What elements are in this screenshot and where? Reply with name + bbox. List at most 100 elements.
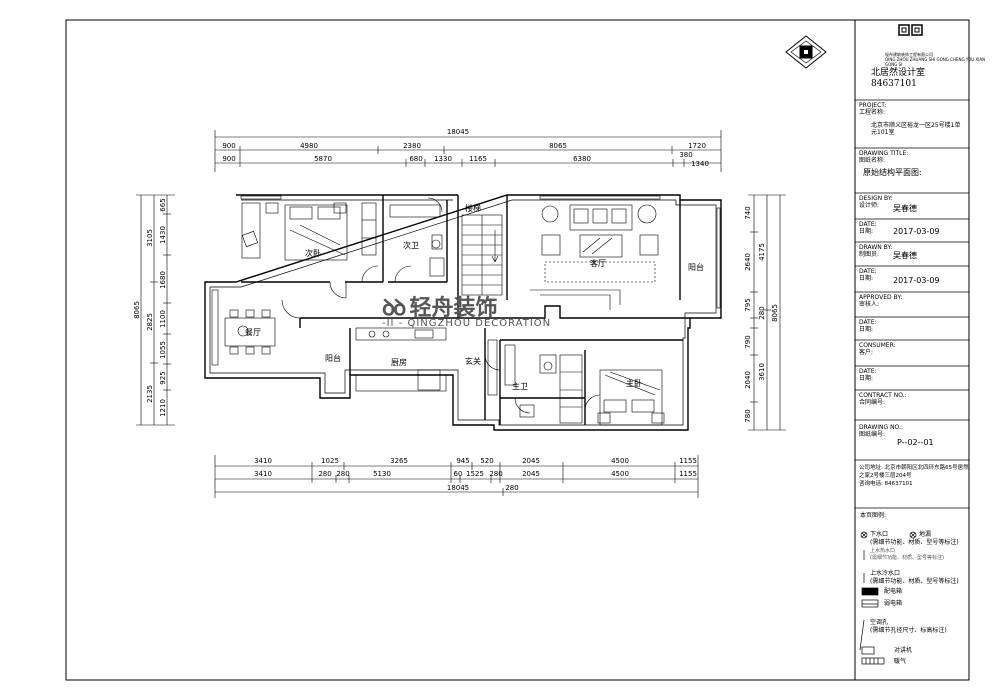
right-dim: 280 xyxy=(758,306,766,319)
legend-hot-note: (需细节功能、材质、型号等标注) xyxy=(870,555,944,561)
legend-title: 本页图例: xyxy=(860,512,887,519)
date-label-cn: 日期: xyxy=(859,228,874,235)
room-foyer: 玄关 xyxy=(465,356,481,366)
bottom-dim: 2045 xyxy=(522,470,540,478)
drawn-label-cn: 制图员: xyxy=(859,251,880,258)
drawing-no-label: DRAWING NO.: xyxy=(859,424,903,431)
bottom-dim: 280 xyxy=(505,484,518,492)
top-dim: 380 xyxy=(679,151,692,159)
bottom-dim: 1525 xyxy=(466,470,484,478)
watermark-cn: 轻舟装饰 xyxy=(409,296,498,321)
watermark: ꝺꝺ 轻舟装饰 -II - QINGZHOU DECORATION xyxy=(382,290,551,329)
drawing-title-label: DRAWING TITLE: xyxy=(859,150,909,157)
drain-icon xyxy=(860,531,868,539)
room-second-bedroom: 次卧 xyxy=(305,248,321,258)
consumer-label-cn: 客户: xyxy=(859,349,874,356)
drawn-label: DRAWN BY: xyxy=(859,244,893,251)
date4-label: DATE: xyxy=(859,368,877,375)
approved-label: APPROVED BY: xyxy=(859,294,903,301)
contract-label-cn: 合同编号: xyxy=(859,399,886,406)
ac-hole-icon xyxy=(859,619,865,651)
furniture xyxy=(211,195,721,426)
bottom-dimensions xyxy=(214,455,699,498)
date3-label-cn: 日期: xyxy=(859,326,874,333)
bottom-dim: 1155 xyxy=(679,470,697,478)
bottom-dim: 60 xyxy=(454,470,463,478)
bottom-dim: 4500 xyxy=(611,470,629,478)
bottom-dim: 1155 xyxy=(679,457,697,465)
date3-label: DATE: xyxy=(859,319,877,326)
room-master-bedroom: 主卧 xyxy=(626,378,642,388)
company-name-small: 轻舟建筑装饰工程有限公司 xyxy=(885,52,933,57)
intercom-icon xyxy=(861,646,875,655)
designer-name: 吴春德 xyxy=(893,204,917,213)
left-dim: 2135 xyxy=(146,385,154,403)
left-dim: 1055 xyxy=(159,341,167,359)
bottom-dim: 280 xyxy=(318,470,331,478)
room-balcony-right: 阳台 xyxy=(688,262,704,272)
weak-current-box-icon xyxy=(861,599,879,608)
top-dim: 1165 xyxy=(469,155,487,163)
left-dim: 925 xyxy=(159,371,167,384)
legend-floor-drain: 地漏 xyxy=(919,531,932,538)
watermark-logo: ꝺꝺ xyxy=(382,296,406,321)
legend-cold-note: (需细节功能、材质、型号等标注) xyxy=(870,578,959,585)
design-label-cn: 设计师: xyxy=(859,202,880,209)
top-dim: 2380 xyxy=(403,142,421,150)
bottom-total-dim: 18045 xyxy=(447,484,469,492)
contract-label: CONTRACT NO.: xyxy=(859,392,907,399)
drawing-title-value: 原始结构平面图: xyxy=(863,168,922,177)
legend-hot-water: 上水热水口 xyxy=(870,548,896,554)
legend-heating: 暖气 xyxy=(894,658,907,665)
right-dimensions xyxy=(748,194,786,431)
floor-drain-icon xyxy=(909,531,917,539)
room-stairs: 楼梯 xyxy=(465,203,481,213)
distribution-box-icon xyxy=(861,587,879,596)
right-dim: 3610 xyxy=(758,363,766,381)
left-dim: 1100 xyxy=(159,310,167,328)
top-dim: 1330 xyxy=(434,155,452,163)
date4-label-cn: 日期: xyxy=(859,375,874,382)
top-dim: 8065 xyxy=(549,142,567,150)
bottom-dim: 3265 xyxy=(390,457,408,465)
north-arrow-icon xyxy=(785,35,827,69)
door-swings xyxy=(281,197,601,414)
drawn-date: 2017-03-09 xyxy=(893,276,940,285)
project-label: PROJECT: xyxy=(859,102,887,109)
bottom-dim: 1025 xyxy=(321,457,339,465)
bottom-dim: 5130 xyxy=(373,470,391,478)
bottom-dim: 3410 xyxy=(254,470,272,478)
top-dim: 900 xyxy=(222,155,235,163)
right-dim: 780 xyxy=(744,409,752,422)
top-dimensions xyxy=(214,130,722,172)
top-dim: 1720 xyxy=(688,142,706,150)
bottom-dim: 280 xyxy=(489,470,502,478)
drawing-no-label-cn: 图纸编号: xyxy=(859,431,886,438)
legend-drain: 下水口 xyxy=(870,531,889,538)
room-master-bath: 主卫 xyxy=(512,381,528,391)
staircase xyxy=(461,214,621,310)
legend-distribution-box: 配电箱 xyxy=(884,588,903,595)
company-address: 公司地址: 北京市朝阳区北四环东路65号居然之家2号楼三层204号 xyxy=(859,465,969,479)
title-block: 轻舟建筑装饰工程有限公司 QING ZHOU ZHUANG SHI GONG C… xyxy=(855,20,985,680)
project-value: 北京市顺义区裕龙一区25号楼1单元101室 xyxy=(871,122,961,136)
right-dim: 795 xyxy=(744,298,752,311)
approved-label-cn: 审核人: xyxy=(859,301,880,308)
studio-name: 北居然设计室 xyxy=(871,68,926,78)
top-total-dim: 18045 xyxy=(447,128,469,136)
right-outer-dim: 8065 xyxy=(771,304,779,322)
radiator-icon xyxy=(861,657,885,665)
date2-label-cn: 日期: xyxy=(859,275,874,282)
room-balcony-left: 阳台 xyxy=(325,353,341,363)
left-dim: 3105 xyxy=(146,229,154,247)
top-dim: 900 xyxy=(222,142,235,150)
sheet-border xyxy=(65,19,970,681)
date-label: DATE: xyxy=(859,221,877,228)
legend-intercom: 对讲机 xyxy=(894,647,913,654)
legend-ac-note: (需细节孔径尺寸、标高标注) xyxy=(870,627,947,634)
date2-label: DATE: xyxy=(859,268,877,275)
legend-cold-water: 上水冷水口 xyxy=(870,570,901,577)
drafter-name: 吴春德 xyxy=(893,251,917,260)
top-dim: 680 xyxy=(409,155,422,163)
